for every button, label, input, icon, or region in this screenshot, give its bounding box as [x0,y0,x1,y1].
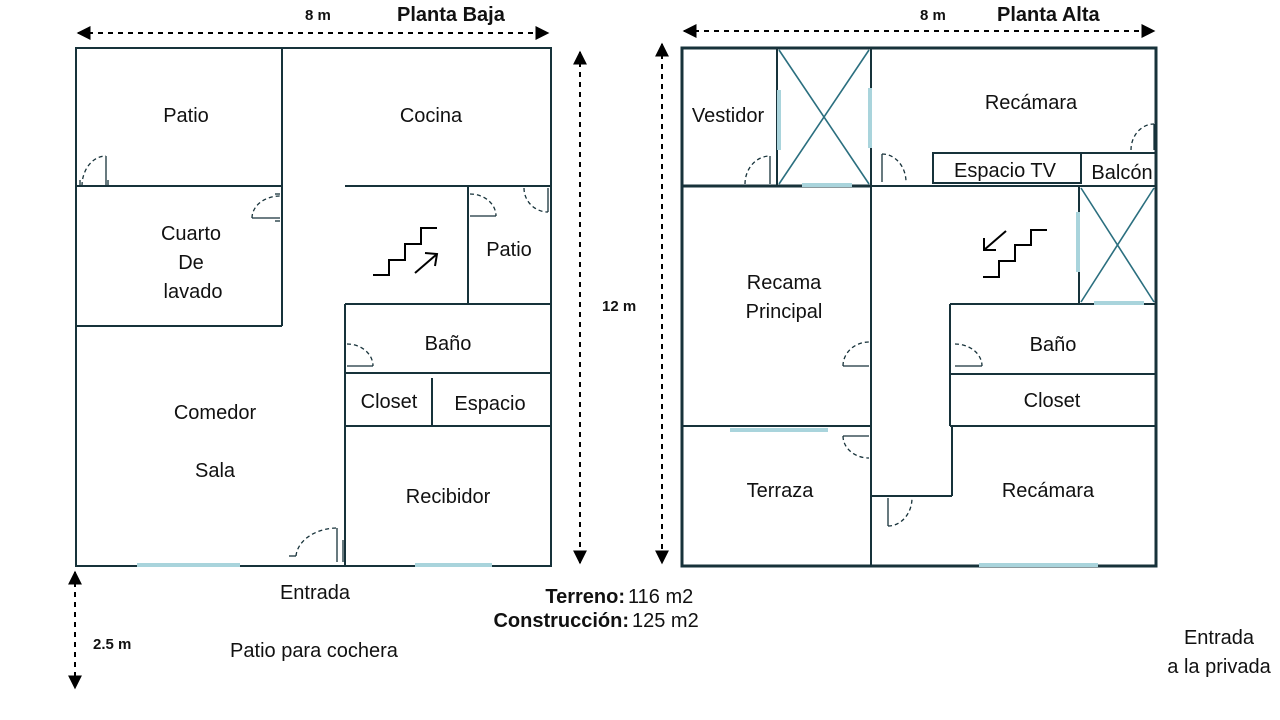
ground-outer-wall [75,47,552,567]
room-label-recamara-bottom: Recámara [1002,480,1095,502]
stairs-down-icon [983,229,1047,278]
ground-width-label: 8 m [305,7,331,24]
terreno-value: 116 m2 [628,586,693,608]
room-label-closet: Closet [361,391,418,413]
door-icon [469,193,497,217]
area-summary: Terreno: 116 m2 Construcción: 125 m2 [493,586,698,632]
door-icon [346,343,374,367]
room-label-recamara-top: Recámara [985,92,1078,114]
private-entrance-line1: Entrada [1184,627,1255,649]
private-entrance-line2: a la privada [1167,656,1271,678]
room-label-recibidor: Recibidor [406,486,491,508]
construccion-label: Construcción: [493,610,629,632]
garage-depth-label: 2.5 m [93,636,131,653]
door-icon [523,187,549,213]
room-label-patio: Patio [163,105,209,127]
door-icon [887,497,913,527]
room-label-closet-upper: Closet [1024,390,1081,412]
door-icon [1130,123,1155,151]
height-label: 12 m [602,298,636,315]
room-label-cuarto: Cuarto [161,223,221,245]
room-label-patio-side: Patio [486,239,532,261]
room-label-comedor: Comedor [174,402,257,424]
upper-floor-title: Planta Alta [997,4,1100,26]
door-icon [79,155,109,187]
stairs-up-icon [373,227,439,276]
upper-width-label: 8 m [920,7,946,24]
door-icon [289,527,344,562]
room-label-principal: Principal [746,301,823,323]
room-label-lavado: lavado [164,281,223,303]
door-icon [251,193,281,222]
room-label-de: De [178,252,204,274]
open-void-icon [1080,187,1155,303]
door-icon [842,435,870,459]
door-icon [744,155,771,185]
garage-label: Patio para cochera [230,640,399,662]
room-label-cocina: Cocina [400,105,463,127]
room-label-bano-upper: Baño [1030,334,1077,356]
terreno-label: Terreno: [545,586,625,608]
entrance-label: Entrada [280,582,351,604]
construccion-value: 125 m2 [632,610,699,632]
open-void-icon [778,49,870,185]
upper-outer-wall [680,46,1158,568]
room-label-terraza: Terraza [747,480,815,502]
door-icon [954,343,983,367]
ground-floor-plan: 8 m Planta Baja [68,4,552,690]
espacio-tv-box [932,152,1082,184]
room-label-espacio: Espacio [454,393,525,415]
ground-floor-title: Planta Baja [397,4,506,26]
room-label-espacio-tv: Espacio TV [954,160,1057,182]
door-icon [881,153,907,183]
room-label-sala: Sala [195,460,236,482]
room-label-bano: Baño [425,333,472,355]
room-label-vestidor: Vestidor [692,105,765,127]
door-icon [842,341,870,367]
room-label-balcon: Balcón [1091,162,1152,184]
room-label-recama: Recama [747,272,822,294]
upper-floor-plan: 8 m Planta Alta [680,4,1158,568]
